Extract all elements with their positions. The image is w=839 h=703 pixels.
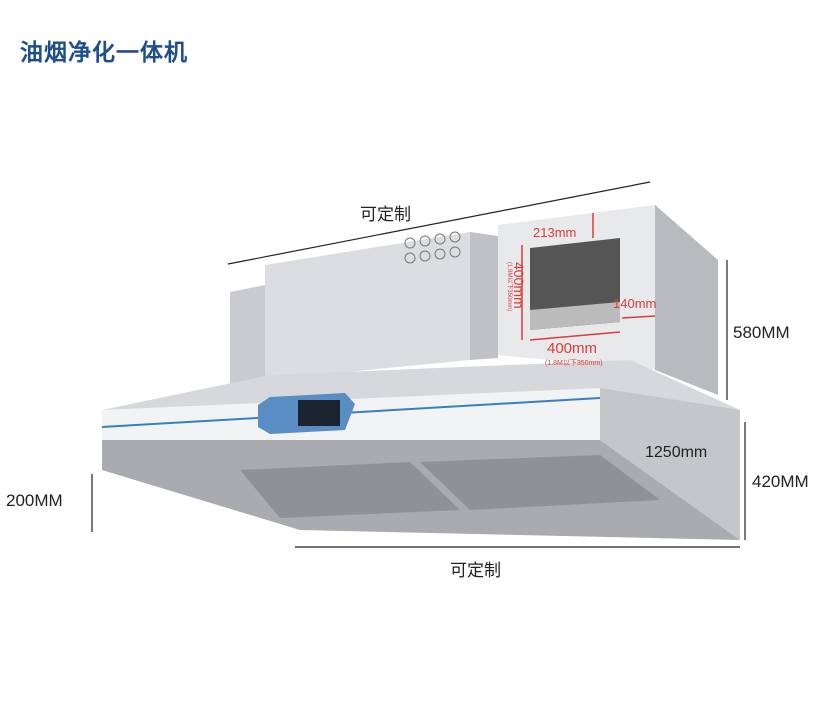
filter-left	[240, 462, 460, 518]
outlet-side-offset: 140mm	[613, 296, 657, 311]
dimension-lines	[91, 181, 746, 548]
hood-side	[600, 388, 740, 540]
outlet-dimension-lines	[521, 213, 656, 341]
upper-height-label: 580MM	[733, 323, 790, 342]
bottom-width-label: 可定制	[450, 561, 501, 580]
outlet-top-offset: 213mm	[533, 225, 577, 240]
depth-label: 1250mm	[645, 444, 708, 461]
hood-height-label: 420MM	[752, 472, 809, 491]
certification-icons	[404, 231, 461, 264]
purifier-side	[265, 232, 470, 380]
outlet-width: 400mm	[547, 340, 598, 357]
back-panel	[230, 285, 265, 385]
filter-louver	[470, 232, 498, 360]
outlet-height-note: (1.8M以下350mm)	[506, 262, 512, 312]
outlet-width-note: (1.8M以下350mm)	[545, 360, 603, 367]
filter-right	[420, 455, 660, 510]
front-height-label: 200MM	[6, 491, 63, 510]
top-width-label: 可定制	[360, 205, 411, 224]
page-title: 油烟净化一体机	[20, 40, 188, 66]
purifier-end	[655, 205, 718, 395]
